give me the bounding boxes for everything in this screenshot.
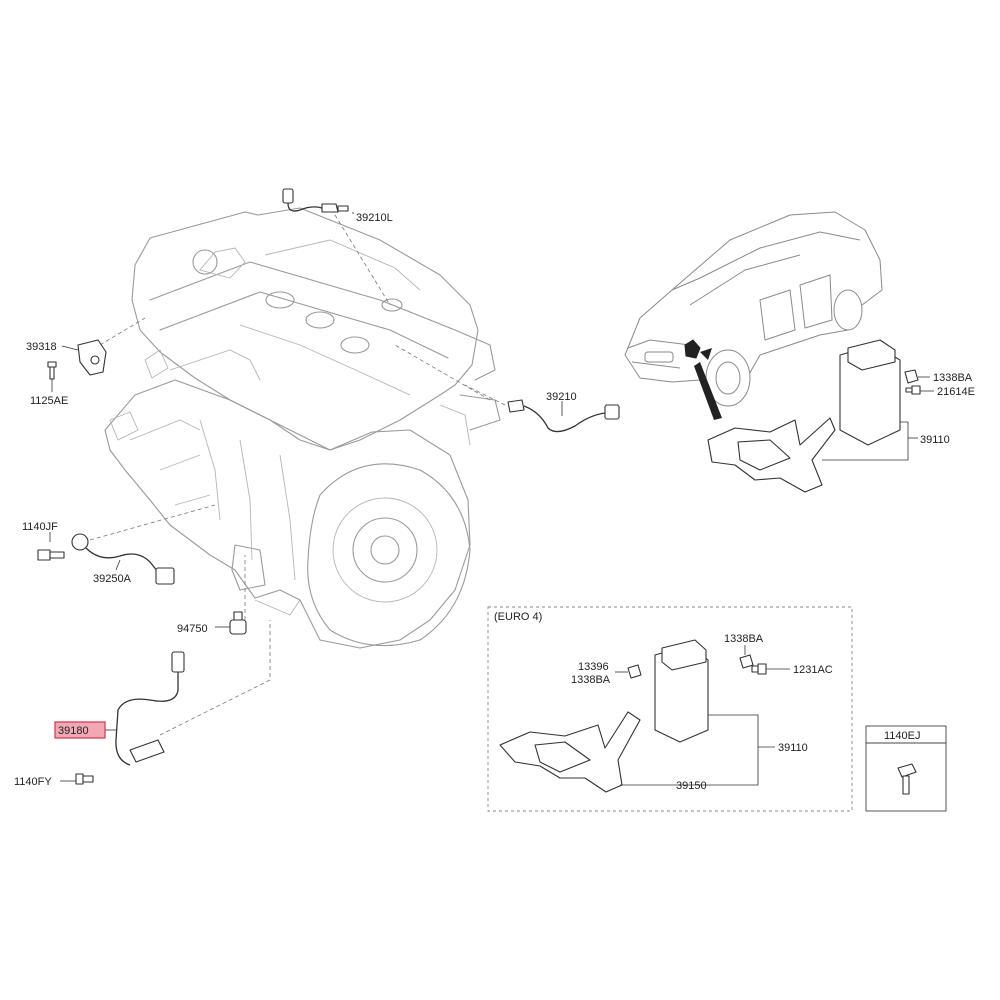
bolt-icon xyxy=(75,773,84,785)
ecu-assembly-euro4[interactable] xyxy=(499,639,775,793)
connector-icon xyxy=(155,567,175,585)
bolt-21614E[interactable] xyxy=(905,385,934,395)
connector-icon xyxy=(604,404,620,420)
oxygen-sensor-39210[interactable] xyxy=(507,399,620,433)
bolt-icon xyxy=(37,549,51,561)
oxygen-sensor-icon xyxy=(507,399,525,413)
label-1338BA-b[interactable]: 1338BA xyxy=(724,633,764,645)
bolt-1140FY[interactable] xyxy=(60,773,94,785)
label-39110-top[interactable]: 39110 xyxy=(920,434,950,446)
label-39318[interactable]: 39318 xyxy=(26,341,57,353)
sensor-icon xyxy=(129,739,165,763)
connector-icon xyxy=(282,188,294,204)
cam-position-sensor-39318[interactable] xyxy=(61,339,107,376)
label-39180[interactable]: 39180 xyxy=(58,725,89,737)
label-1231AC[interactable]: 1231AC xyxy=(793,664,833,676)
highlight-box xyxy=(54,721,106,739)
oxygen-sensor-icon xyxy=(321,203,339,213)
nut-icon xyxy=(739,654,754,669)
ecu-assembly-top[interactable] xyxy=(707,339,909,493)
label-39110-euro4[interactable]: 39110 xyxy=(778,742,808,754)
label-1140JF[interactable]: 1140JF xyxy=(22,521,58,533)
bolt-1231AC[interactable] xyxy=(751,663,790,675)
oil-pressure-switch-94750[interactable] xyxy=(215,611,247,635)
sensor-icon xyxy=(229,619,247,635)
label-1140FY[interactable]: 1140FY xyxy=(14,776,52,788)
bolt-icon xyxy=(757,663,767,675)
label-13396[interactable]: 13396 xyxy=(578,661,609,673)
knock-sensor-39250A[interactable] xyxy=(71,533,175,585)
car-drawing xyxy=(624,211,883,420)
label-39210L[interactable]: 39210L xyxy=(356,212,393,224)
label-1338BA-a[interactable]: 1338BA xyxy=(571,674,611,686)
nut-13396[interactable] xyxy=(615,664,642,679)
euro4-title: (EURO 4) xyxy=(494,611,542,623)
label-21614E[interactable]: 21614E xyxy=(937,386,975,398)
label-39150[interactable]: 39150 xyxy=(676,780,707,792)
label-39210[interactable]: 39210 xyxy=(546,391,577,403)
nut-icon xyxy=(904,369,919,384)
oxygen-sensor-39210L[interactable] xyxy=(282,188,354,214)
crankshaft-sensor-39180[interactable] xyxy=(104,651,185,766)
bolt-1140JF[interactable] xyxy=(37,532,65,561)
label-1338BA-top[interactable]: 1338BA xyxy=(933,372,973,384)
label-39250A[interactable]: 39250A xyxy=(93,573,132,585)
nut-1338BA-b[interactable] xyxy=(739,645,754,669)
nut-1338BA-top[interactable] xyxy=(904,369,930,384)
label-1125AE[interactable]: 1125AE xyxy=(30,395,68,407)
sensor-icon xyxy=(71,533,89,551)
nut-icon xyxy=(627,664,642,679)
label-1140EJ[interactable]: 1140EJ xyxy=(884,730,921,742)
label-94750[interactable]: 94750 xyxy=(177,623,208,635)
bolt-icon xyxy=(47,361,57,368)
connector-icon xyxy=(171,651,185,673)
bolt-box-1140EJ[interactable] xyxy=(865,725,947,812)
reference-lines xyxy=(89,214,506,736)
euro4-group-box xyxy=(487,606,853,812)
bolt-icon xyxy=(897,763,917,795)
bolt-1125AE[interactable] xyxy=(47,361,57,392)
bolt-icon xyxy=(911,385,921,395)
engine-drawing xyxy=(104,207,501,649)
